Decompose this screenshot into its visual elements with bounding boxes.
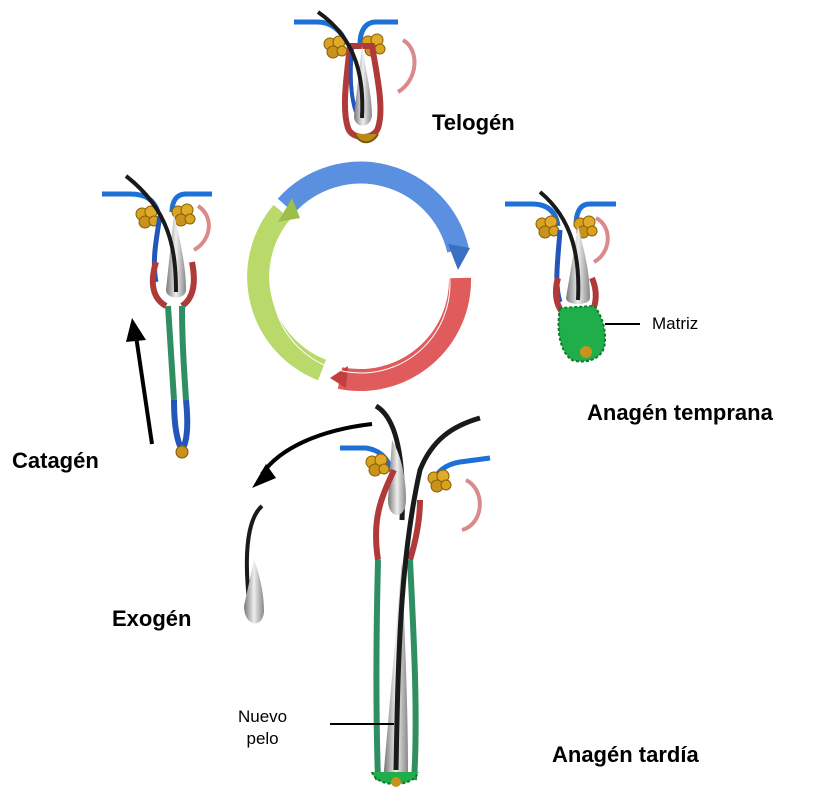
matriz-label: Matriz: [652, 314, 698, 334]
anagen-temprana-label: Anagén temprana: [587, 400, 773, 426]
nuevo-pelo-line1: Nuevo: [238, 706, 287, 728]
anagen-tardia-follicle: [330, 406, 490, 787]
telogen-label: Telogén: [432, 110, 515, 136]
telogen-follicle: [294, 12, 414, 142]
nuevo-pelo-label: Nuevo pelo: [238, 706, 287, 750]
catagen-follicle: [102, 176, 212, 458]
catagen-label: Catagén: [12, 448, 99, 474]
nuevo-pelo-line2: pelo: [238, 728, 287, 750]
catagen-arrow: [126, 318, 152, 444]
exogen-arrow: [252, 424, 372, 488]
hair-cycle-ring: [258, 173, 470, 388]
exogen-hair: [244, 506, 264, 623]
anagen-temprana-follicle: [505, 192, 640, 362]
anagen-tardia-label: Anagén tardía: [552, 742, 699, 768]
exogen-label: Exogén: [112, 606, 191, 632]
